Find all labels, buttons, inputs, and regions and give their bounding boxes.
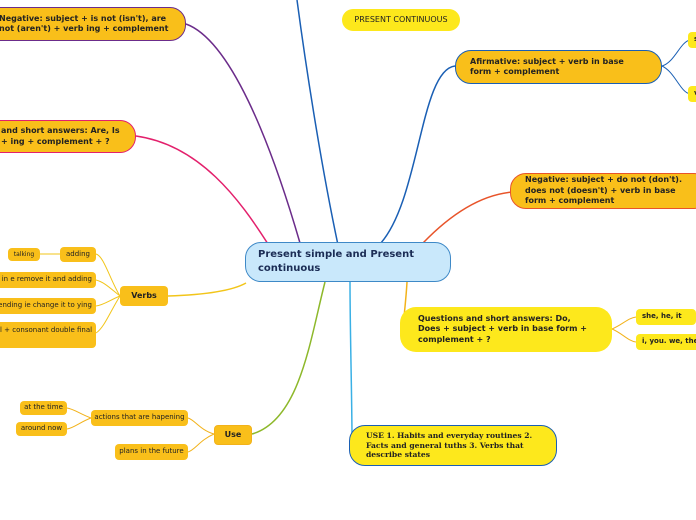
connector-verbs-1 <box>95 253 121 297</box>
connector-use-plans <box>187 433 215 453</box>
affirmative-node[interactable]: Afirmative: subject + verb in base form … <box>455 50 662 84</box>
questions-child-i-you-we-they[interactable]: i, you. we, they <box>636 334 696 350</box>
questions-simple-node[interactable]: Questions and short answers: Do, Does + … <box>400 307 612 352</box>
connector-verbs-3 <box>95 295 121 307</box>
verbs-node[interactable]: Verbs <box>120 286 168 306</box>
use-simple-node[interactable]: USE 1. Habits and everyday routines 2. F… <box>349 425 557 466</box>
connector-q-1 <box>611 316 637 330</box>
connector-q-continuous <box>135 135 269 245</box>
negative-continuous-node[interactable]: Negative: subject + is not (isn't), are … <box>0 7 186 41</box>
connector-at-time <box>66 407 92 419</box>
connector-use <box>251 281 326 435</box>
connector-use-simple <box>349 281 353 441</box>
verbs-item-double-consonant[interactable]: l + consonant double final <box>0 322 96 348</box>
connector-top <box>296 0 339 246</box>
verbs-item-ie-to-ying[interactable]: ending ie change it to ying <box>0 298 96 314</box>
central-node[interactable]: Present simple and Present continuous <box>245 242 451 282</box>
use-plans-future[interactable]: plans in the future <box>115 444 188 460</box>
use-node[interactable]: Use <box>214 425 252 445</box>
connector-verbs-2 <box>95 279 121 297</box>
use-around-now[interactable]: around now <box>16 422 67 436</box>
connector-aff-1 <box>661 39 691 67</box>
verbs-item-remove-e[interactable]: in e remove it and adding <box>0 272 96 288</box>
affirmative-child-2[interactable]: v <box>688 86 696 102</box>
connector-affirmative <box>379 65 456 245</box>
connector-use-actions <box>187 417 215 435</box>
connector-verbs-4 <box>95 295 121 334</box>
negative-simple-node[interactable]: Negative: subject + do not (don't). does… <box>510 173 696 209</box>
use-actions-hapening[interactable]: actions that are hapening <box>91 410 188 426</box>
use-at-the-time[interactable]: at the time <box>20 401 67 415</box>
connector-neg-continuous <box>185 23 301 244</box>
connector-verbs <box>167 282 247 297</box>
verbs-item-adding[interactable]: adding <box>60 247 96 262</box>
connector-neg-simple <box>422 191 513 244</box>
questions-continuous-node[interactable]: and short answers: Are, Is + ing + compl… <box>0 120 136 153</box>
present-continuous-title[interactable]: PRESENT CONTINUOUS <box>342 9 460 31</box>
verbs-example-talking[interactable]: talking <box>8 248 40 261</box>
questions-child-she-he-it[interactable]: she, he, it <box>636 309 696 325</box>
connector-around-now <box>66 417 92 430</box>
affirmative-child-1[interactable]: s <box>688 32 696 48</box>
connector-q-2 <box>611 328 637 343</box>
connector-aff-2 <box>661 65 691 95</box>
